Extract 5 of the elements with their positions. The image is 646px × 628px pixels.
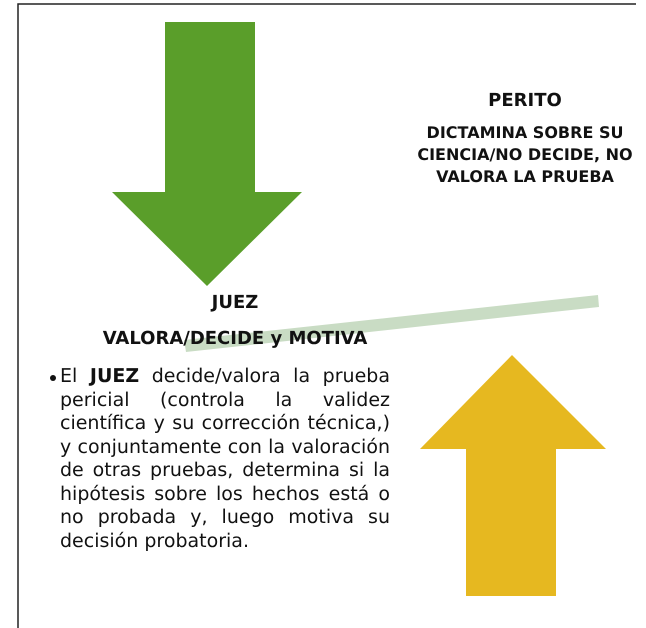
heading: PERITO <box>487 90 563 111</box>
description-text: DICTAMINA SOBRE SU CIENCIA/NO DECIDE, NO VALORA LA PRUEBA <box>416 122 634 188</box>
heading: JUEZ <box>210 292 260 313</box>
bullet-paragraph: El JUEZ decide/valora la prueba pericial (controla la validez científica y su corrección técnica,) y conjuntamente con la valoración de otras pruebas, determina si la hipótesis sobre los hechos está o no probada y, luego motiva su decisión probatoria. <box>60 365 390 553</box>
subheading: VALORA/DECIDE y MOTIVA <box>102 328 368 349</box>
